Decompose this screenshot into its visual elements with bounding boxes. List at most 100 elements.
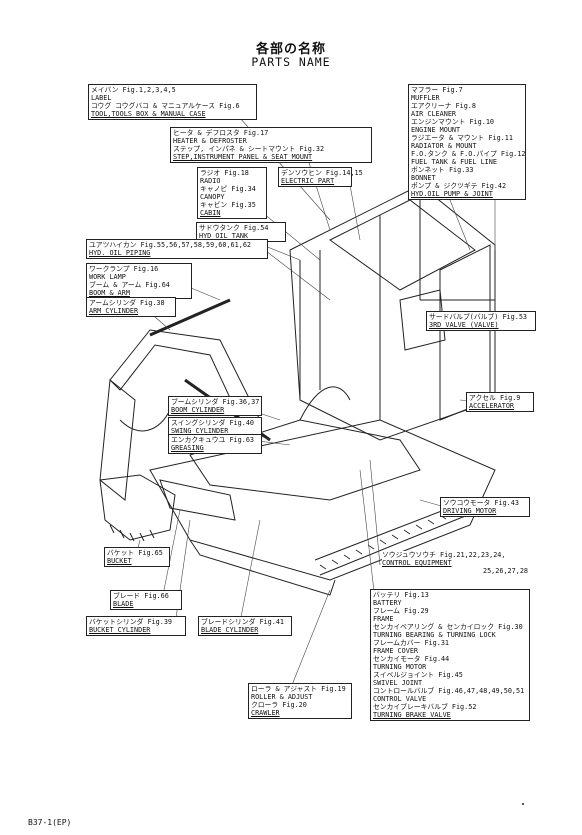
label-line: サドウタンク Fig.54 xyxy=(199,224,269,232)
label-line: ヒータ & デフロスタ Fig.17 xyxy=(173,129,269,137)
label-line: キャノピ Fig.34 xyxy=(200,185,256,193)
label-line: アクセル Fig.9 xyxy=(469,394,521,402)
label-line: HYD.OIL PUMP & JOINT xyxy=(411,190,493,198)
label-line: RADIO xyxy=(200,177,221,185)
label-line: TURNING MOTOR xyxy=(373,663,427,671)
3rd-valve-callout: サードバルブ(バルブ) Fig.53 3RD VALVE (VALVE) xyxy=(426,311,536,331)
bucket-cyl-callout: バケットシリンダ Fig.39 BUCKET CYLINDER xyxy=(86,616,186,636)
blade-outline xyxy=(159,479,236,521)
label-line: コウグ コウグバコ & マニュアルケース Fig.6 xyxy=(91,102,240,110)
label-line: センカイベアリング & センカイロック Fig.30 xyxy=(373,623,523,631)
label-line: フレームカバー Fig.31 xyxy=(373,639,450,647)
label-line: BUCKET CYLINDER xyxy=(89,626,151,634)
label-line: ブーム & アーム Fig.64 xyxy=(89,281,170,289)
label-line: ソウコウモータ Fig.43 xyxy=(443,499,519,507)
label-line: バケットシリンダ Fig.39 xyxy=(89,618,173,626)
label-line: CABIN xyxy=(200,209,221,217)
label-line: CRAWLER xyxy=(251,709,280,717)
label-line: CANOPY xyxy=(200,193,225,201)
label-line: HEATER & DEFROSTER xyxy=(173,137,247,145)
label-line: バッテリ Fig.13 xyxy=(373,591,429,599)
label-line: BONNET xyxy=(411,174,436,182)
label-line: BATTERY xyxy=(373,599,402,607)
label-line: エンカクキュウユ Fig.63 xyxy=(171,436,255,444)
label-line: ローラ & アジャスト Fig.19 xyxy=(251,685,346,693)
label-line: HYD. OIL PIPING xyxy=(89,249,151,257)
battery-callout: バッテリ Fig.13 BATTERY フレーム Fig.29 FRAME セン… xyxy=(370,589,530,721)
label-line: ソウジュウソウチ Fig.21,22,23,24, xyxy=(382,551,506,559)
label-line: ステップ, インパネ & シートマウント Fig.32 xyxy=(173,145,325,153)
accelerator-callout: アクセル Fig.9 ACCELERATOR xyxy=(466,392,534,412)
label-line: ブレード Fig.66 xyxy=(113,592,169,600)
label-line: BUCKET xyxy=(107,557,132,565)
label-line: エアクリーナ Fig.8 xyxy=(411,102,476,110)
label-line: ブームシリンダ Fig.36,37 xyxy=(171,398,260,406)
label-line: AIR CLEANER xyxy=(411,110,457,118)
radio-callout: ラジオ Fig.18 RADIO キャノピ Fig.34 CANOPY キャビン… xyxy=(197,167,267,219)
label-line: エンジンマウント Fig.10 xyxy=(411,118,495,126)
label-line: GREASING xyxy=(171,444,204,452)
label-line: FUEL TANK & FUEL LINE xyxy=(411,158,497,166)
label-line: TOOL,TOOLS BOX & MANUAL CASE xyxy=(91,110,206,118)
label-line: ROLLER & ADJUST xyxy=(251,693,313,701)
label-line: BOOM & ARM xyxy=(89,289,130,297)
page-title-en: PARTS NAME xyxy=(251,55,331,69)
label-line: バケット Fig.65 xyxy=(107,549,163,557)
label-line: ラジオ Fig.18 xyxy=(200,169,249,177)
page-code: B37-1(EP) xyxy=(28,818,72,827)
label-line: SWING CYLINDER xyxy=(171,427,229,435)
label-line: 25,26,27,28 xyxy=(482,567,528,575)
label-line: FRAME xyxy=(373,615,394,623)
label-line: メイバン Fig.1,2,3,4,5 xyxy=(91,86,176,94)
label-line: スイングシリンダ Fig.40 xyxy=(171,419,255,427)
label-line: BOOM CYLINDER xyxy=(171,406,225,414)
page-title-jp: 各部の名称 xyxy=(255,42,326,57)
label-line: サードバルブ(バルブ) Fig.53 xyxy=(429,313,528,321)
driving-motor-callout: ソウコウモータ Fig.43 DRIVING MOTOR xyxy=(440,497,530,517)
control-eq-callout: ソウジュウソウチ Fig.21,22,23,24, CONTROL EQUIPM… xyxy=(382,551,528,575)
work-lamp-callout: ワークランプ Fig.16 WORK LAMP ブーム & アーム Fig.64… xyxy=(86,263,192,299)
scan-speck xyxy=(522,803,524,805)
muffler-callout: マフラー Fig.7 MUFFLER エアクリーナ Fig.8 AIR CLEA… xyxy=(408,84,526,200)
bucket-outline xyxy=(99,474,176,541)
label-line: TURNING BEARING & TURNING LOCK xyxy=(373,631,496,639)
label-line: マフラー Fig.7 xyxy=(411,86,463,94)
electric-callout: デンソウヒン Fig.14,15 ELECTRIC PART xyxy=(278,167,363,187)
bucket-callout: バケット Fig.65 BUCKET xyxy=(104,547,170,567)
label-line: ラジエータ & マウント Fig.11 xyxy=(411,134,513,142)
label-line: TURNING BRAKE VALVE xyxy=(373,711,451,719)
label-line: ワークランプ Fig.16 xyxy=(89,265,159,273)
label-line: ENGINE MOUNT xyxy=(411,126,461,134)
label-line: コントロールバルブ Fig.46,47,48,49,50,51 xyxy=(373,687,525,695)
roller-callout: ローラ & アジャスト Fig.19 ROLLER & ADJUST クローラ … xyxy=(248,683,352,719)
label-line: センカイブレーキバルブ Fig.52 xyxy=(373,703,477,711)
label-line: フレーム Fig.29 xyxy=(373,607,429,615)
label-line: ポンプ & ジクツギテ Fig.42 xyxy=(411,182,507,190)
label-line: RADIATOR & MOUNT xyxy=(411,142,477,150)
label-line: 3RD VALVE (VALVE) xyxy=(429,321,499,329)
label-line: ACCELERATOR xyxy=(469,402,515,410)
label-line: FRAME COVER xyxy=(373,647,419,655)
label-line: スイベルジョイント Fig.45 xyxy=(373,671,463,679)
label-line: MUFFLER xyxy=(411,94,440,102)
label-line: CONTROL EQUIPMENT xyxy=(382,559,452,567)
hyd-piping-callout: ユアツハイカン Fig.55,56,57,58,59,60,61,62 HYD.… xyxy=(86,239,268,259)
label-line: ユアツハイカン Fig.55,56,57,58,59,60,61,62 xyxy=(89,241,252,249)
label-line: SWIVEL JOINT xyxy=(373,679,423,687)
label-line: デンソウヒン Fig.14,15 xyxy=(281,169,363,177)
boom-cyl-callout: ブームシリンダ Fig.36,37 BOOM CYLINDER xyxy=(168,396,262,416)
label-line: LABEL xyxy=(91,94,112,102)
label-line: キャビン Fig.35 xyxy=(200,201,256,209)
label-line: BLADE CYLINDER xyxy=(201,626,259,634)
blade-cyl-callout: ブレードシリンダ Fig.41 BLADE CYLINDER xyxy=(198,616,292,636)
arm-cyl-callout: アームシリンダ Fig.38 ARM CYLINDER xyxy=(86,297,176,317)
seat xyxy=(399,289,446,351)
label-line: HYD OIL TANK xyxy=(199,232,249,240)
label-line: クローラ Fig.20 xyxy=(251,701,307,709)
label-line: STEP,INSTRUMENT PANEL & SEAT MOUNT xyxy=(173,153,313,161)
label-line: アームシリンダ Fig.38 xyxy=(89,299,165,307)
arm-cylinder xyxy=(149,298,231,337)
heater-callout: ヒータ & デフロスタ Fig.17 HEATER & DEFROSTER ステ… xyxy=(170,127,372,163)
label-line: CONTROL VALVE xyxy=(373,695,427,703)
greasing-callout: エンカクキュウユ Fig.63 GREASING xyxy=(168,434,262,454)
